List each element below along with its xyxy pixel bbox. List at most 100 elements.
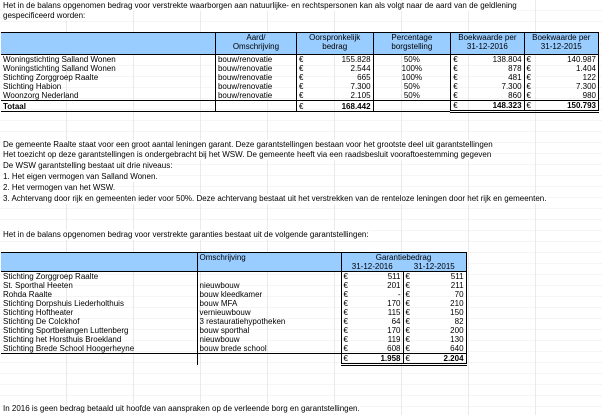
intro-line-1: Het in de balans opgenomen bedrag voor v… [3,1,517,11]
row-name: Stichting Hoftheater [3,308,74,317]
row-name: Stichting Dorpshuis Liederholthuis [3,299,124,308]
row-aard: bouw/renovatie [214,64,297,73]
row-bw2016: 481 [508,73,522,82]
row-2016: 64 [391,317,401,326]
row-bw2015: 7.300 [534,82,599,91]
row-2016: 170 [387,299,401,308]
header2-garantiebedrag: Garantiebedrag [340,252,467,262]
row-omschrijving: nieuwbouw [196,335,341,344]
row-2016: 201 [387,281,401,290]
row-omschrijving: bouw kleedkamer [196,290,341,299]
row-name: Stichting Sportbelangen Luttenberg [3,326,129,335]
para-line-5: 2. Het vermogen van het WSW. [3,183,116,193]
row-omschrijving: nieuwbouw [196,281,341,290]
row-name: St. Sporthal Heeten [3,281,73,290]
intro-line-3: Het in de balans opgenomen bedrag voor v… [3,230,369,240]
total-bw2016: 148.323 [461,100,525,113]
row-name: Woonzorg Nederland [3,91,79,100]
row-name: Stichting De Colckhof [3,317,80,326]
para-line-6: 3. Achtervang door rijk en gemeenten ied… [3,194,547,204]
row-aard: bouw/renovatie [214,73,297,82]
row-oorspronkelijk: 665 [357,73,371,82]
row-bw2016: 138.804 [492,55,522,64]
row-aard: bouw/renovatie [214,54,297,64]
row-2016: - [397,290,401,299]
para-line-2: Het toezicht op deze garantstellingen is… [3,150,492,160]
row-2015: 211 [413,281,467,290]
header2-2016: 31-12-2016 [340,262,403,272]
total-label: Totaal [1,100,216,112]
row-aard: bouw/renovatie [214,82,297,91]
row-bw2015: 980 [534,91,599,101]
row-2015: 150 [413,308,467,317]
row-omschrijving: vernieuwbouw [196,308,341,317]
row-percentage: 100% [372,64,451,73]
table-row: Stichting Zorggroep Raalte€511€511 [1,271,467,281]
row-2016: 608 [387,344,401,353]
row-2015: 640 [413,344,467,354]
row-name: Stichting Habion [3,82,62,91]
row-name: Stichting het Horsthuis Broekland [3,335,122,344]
table-row: Woningstichting Salland Wonen bouw/renova… [1,54,599,64]
table-row: Stichting Brede School Hoogerheyne bouw b… [1,344,467,354]
row-oorspronkelijk: 155.828 [341,55,371,64]
header2-blank [1,252,197,262]
row-percentage: 50% [372,91,451,101]
table-row: Stichting Dorpshuis Liederholthuis bouw M… [1,299,467,308]
row-omschrijving: 3 restauratiehypotheken [196,317,341,326]
row-name: Stichting Zorggroep Raalte [3,272,99,281]
row-bw2016: 878 [508,64,522,73]
row-percentage: 50% [372,82,451,91]
total-oorspronkelijk: 168.442 [307,100,374,112]
total2-2015: 2.204 [413,353,467,366]
row-bw2015: 140.987 [534,54,599,64]
row-2015: 511 [413,271,467,281]
row-percentage: 50% [372,54,451,64]
row-oorspronkelijk: 7.300 [350,82,371,91]
header-blank [1,32,216,55]
row-2015: 82 [413,317,467,326]
row-omschrijving: bouw sporthal [196,326,341,335]
para-line-3: De WSW garantstelling bestaat uit drie n… [3,161,173,171]
row-2016: 170 [387,326,401,335]
intro-line-2: gespecificeerd worden: [3,11,86,21]
row-2016: 119 [387,335,401,344]
para-line-4: 1. Het eigen vermogen van Salland Wonen. [3,172,158,182]
row-aard: bouw/renovatie [214,91,297,101]
row-2015: 70 [413,290,467,299]
row-2015: 200 [413,326,467,335]
para-line-1: De gemeente Raalte staat voor een groot … [3,140,493,150]
table-row: Stichting De Colckhof 3 restauratiehypoth… [1,317,467,326]
header-aard: Aard/Omschrijving [214,32,297,55]
garanties-table: Omschrijving Garantiebedrag 31-12-2016 3… [1,252,467,366]
table-row: Stichting Zorggroep Raalte bouw/renovatie… [1,73,599,82]
row-omschrijving: bouw brede school [196,344,341,354]
row-name: Woningstichting Salland Wonen [3,55,116,64]
table-row: Stichting Sportbelangen Luttenberg bouw s… [1,326,467,335]
row-bw2016: 7.300 [501,82,522,91]
table-row: Woningstichting Salland Wonen bouw/renova… [1,64,599,73]
row-name: Woningstichting Salland Wonen [3,64,116,73]
row-bw2015: 122 [534,73,599,82]
row-2015: 210 [413,299,467,308]
row-name: Stichting Brede School Hoogerheyne [3,344,135,353]
row-name: Stichting Zorggroep Raalte [3,73,99,82]
row-bw2016: 860 [508,91,522,100]
total2-2016: 1.958 [351,353,403,366]
row-2015: 130 [413,335,467,344]
row-2016: 115 [387,308,401,317]
row-oorspronkelijk: 2.544 [350,64,371,73]
header2-2015: 31-12-2015 [403,262,467,272]
row-2016: 511 [387,272,401,281]
total-bw2015: 150.793 [534,100,599,113]
row-omschrijving: bouw MFA [196,299,341,308]
